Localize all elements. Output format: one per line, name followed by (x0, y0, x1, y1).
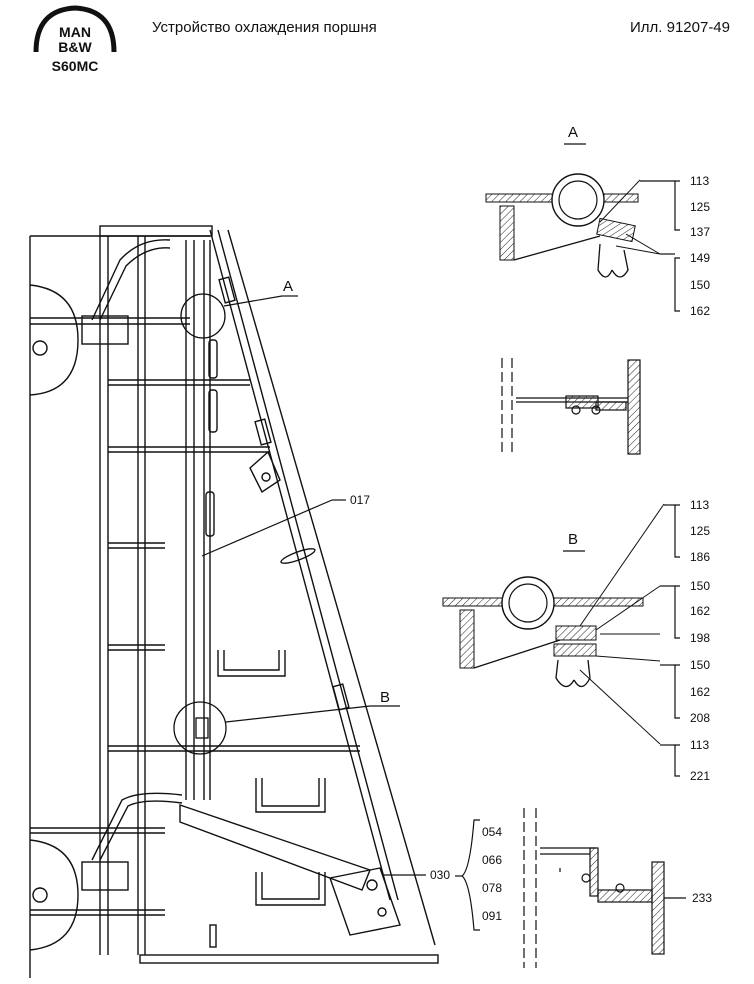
detail-a-marker (180, 293, 226, 339)
main-side-view (29, 225, 439, 978)
detail-b-part-162-second: 162 (690, 685, 710, 699)
part-233-label: 233 (692, 891, 712, 905)
detail-a-title: A (568, 124, 578, 141)
detail-b-view: B (442, 503, 665, 745)
man-bw-logo: MAN B&W S60MC (33, 5, 117, 74)
detail-b-part-198: 198 (690, 631, 710, 645)
bracket-detail-view (523, 808, 686, 968)
detail-b-part-186: 186 (690, 550, 710, 564)
logo-bottom-text: B&W (58, 39, 92, 55)
bracket-part-091: 091 (482, 909, 502, 923)
part-030-label: 030 (430, 868, 450, 882)
logo-top-text: MAN (59, 24, 91, 40)
part-017-label: 017 (350, 493, 370, 507)
detail-b-title: B (568, 531, 578, 548)
detail-a-part-150: 150 (690, 278, 710, 292)
detail-a-view: A (485, 124, 661, 278)
detail-a-part-137: 137 (690, 225, 710, 239)
detail-b-part-162: 162 (690, 604, 710, 618)
detail-a-part-113: 113 (690, 174, 709, 188)
detail-b-marker (173, 701, 227, 755)
detail-b-part-125: 125 (690, 524, 710, 538)
detail-a-part-162: 162 (690, 304, 710, 318)
callout-b-label: B (380, 689, 390, 706)
detail-b-part-221: 221 (690, 769, 710, 783)
bracket-part-066: 066 (482, 853, 502, 867)
page-title: Устройство охлаждения поршня (152, 19, 377, 36)
callout-a-label: A (283, 278, 293, 295)
bracket-part-054: 054 (482, 825, 502, 839)
detail-b-part-113-second: 113 (690, 738, 709, 752)
detail-b-part-113: 113 (690, 498, 709, 512)
detail-a-part-149: 149 (690, 251, 710, 265)
detail-b-part-208: 208 (690, 711, 710, 725)
detail-a-part-125: 125 (690, 200, 710, 214)
bracket-part-078: 078 (482, 881, 502, 895)
illustration-ref: Илл. 91207-49 (630, 19, 730, 36)
logo-model-text: S60MC (52, 58, 99, 74)
side-detail-view (501, 358, 641, 456)
detail-b-part-150: 150 (690, 579, 710, 593)
detail-b-part-150-second: 150 (690, 658, 710, 672)
